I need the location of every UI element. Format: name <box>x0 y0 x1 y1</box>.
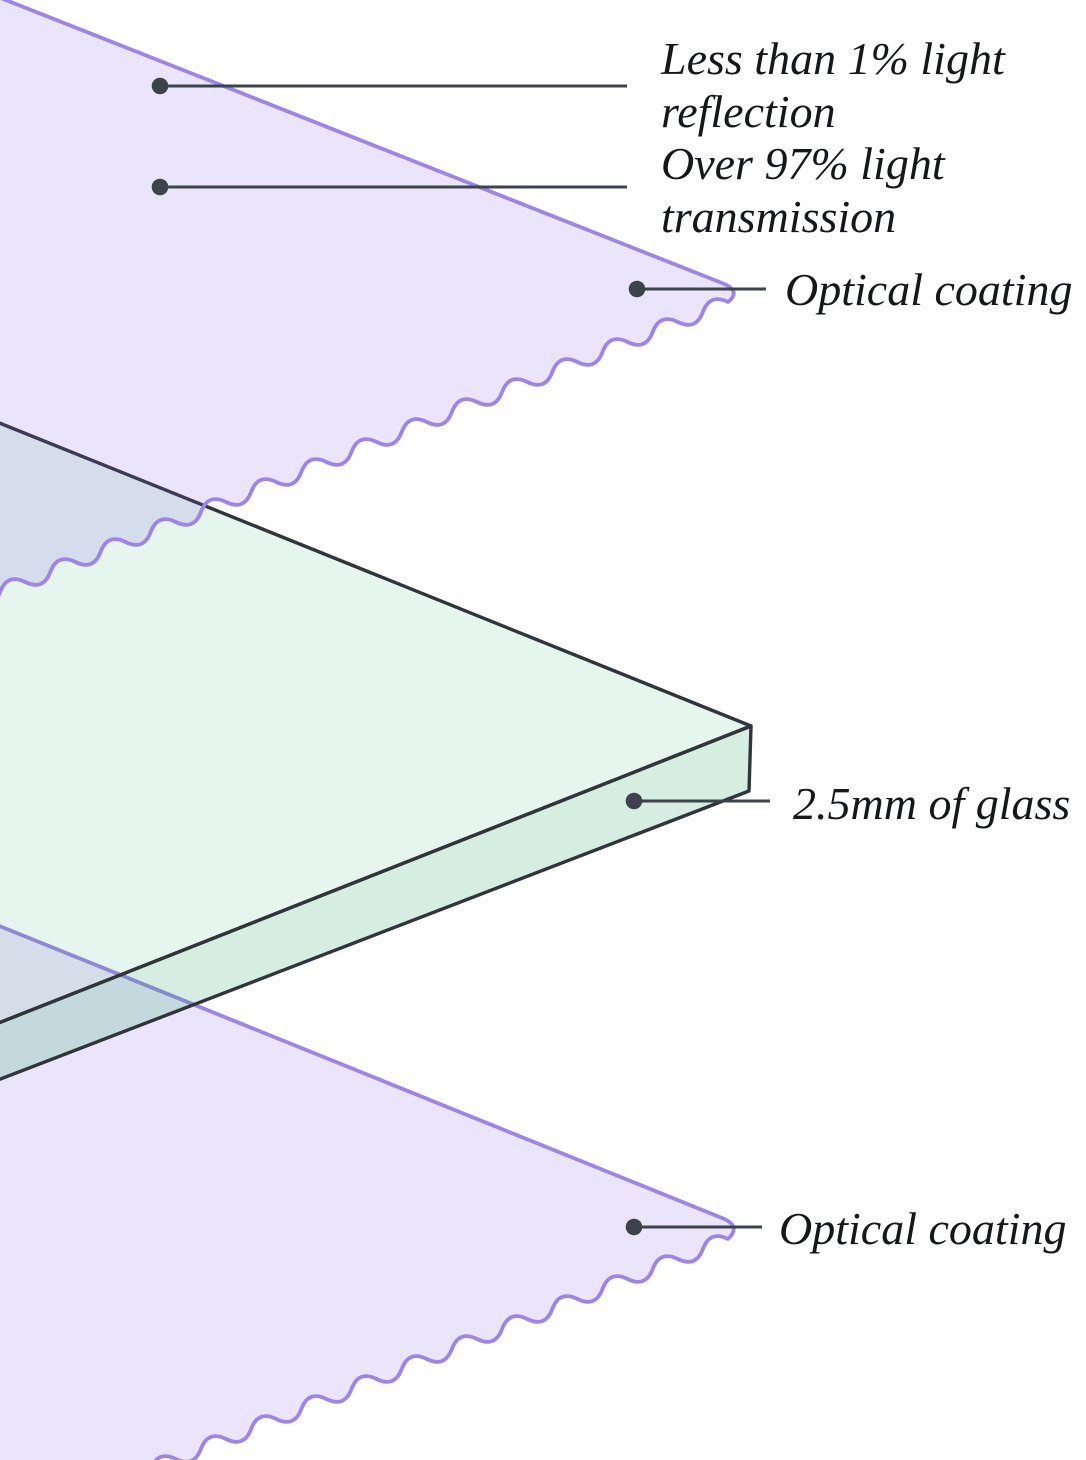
label-transmission: Over 97% light transmission <box>661 137 945 243</box>
leader-coating-top <box>628 280 766 298</box>
glass-slab-side-face <box>0 724 753 1082</box>
label-coating-bottom: Optical coating <box>779 1203 1067 1254</box>
label-reflection-line1: Less than 1% light <box>661 33 1005 84</box>
leader-glass <box>625 792 770 810</box>
leader-transmission <box>151 178 627 196</box>
optical-coating-layer-bottom <box>0 924 736 1460</box>
leader-dot-glass <box>625 792 643 810</box>
leader-dot-coating-top <box>628 280 646 298</box>
label-reflection: Less than 1% light reflection <box>661 32 1005 138</box>
optical-coating-layer-top <box>0 0 736 597</box>
label-reflection-line2: reflection <box>661 86 836 137</box>
leader-lines <box>151 77 770 1236</box>
leader-dot-transmission <box>151 178 169 196</box>
label-transmission-line1: Over 97% light <box>661 138 945 189</box>
leader-coating-bottom <box>625 1218 762 1236</box>
label-transmission-line2: transmission <box>661 191 897 242</box>
leader-dot-reflection <box>151 77 169 95</box>
leader-reflection <box>151 77 627 95</box>
leader-dot-coating-bottom <box>625 1218 643 1236</box>
label-glass: 2.5mm of glass <box>793 778 1071 829</box>
label-coating-top: Optical coating <box>785 264 1073 315</box>
